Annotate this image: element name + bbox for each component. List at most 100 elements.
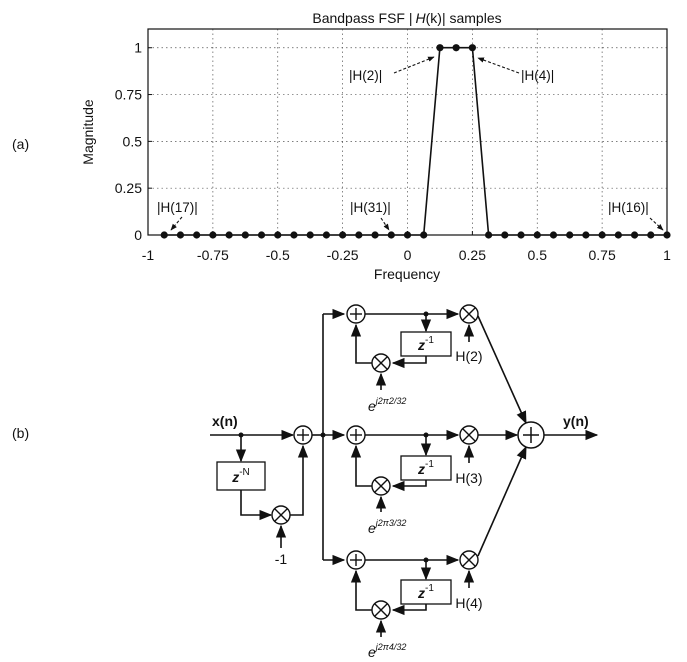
resonator-1-gain-multiplier xyxy=(459,304,479,324)
data-point xyxy=(647,231,655,239)
resonator-1-feedback-line xyxy=(350,323,372,364)
resonator-1-delay-out xyxy=(391,356,427,369)
comb-gain-label: -1 xyxy=(275,551,288,567)
resonator-3-twiddle-multiplier xyxy=(371,600,391,620)
annotation-h31: |H(31)| xyxy=(350,200,391,215)
resonator-1-adder xyxy=(346,304,366,324)
resonator-3-delay-out xyxy=(391,604,427,616)
data-point xyxy=(501,231,509,239)
resonator-2-adder xyxy=(346,425,366,445)
resonator-2-feedback-line xyxy=(350,444,372,487)
data-point xyxy=(517,231,525,239)
y-tick-label: 0 xyxy=(134,227,142,243)
comb-multiplier xyxy=(271,505,291,525)
resonator-2-twiddle-multiplier xyxy=(371,476,391,496)
data-point xyxy=(484,231,493,239)
panel-label-a: (a) xyxy=(12,136,29,152)
annotation-h17-arrow xyxy=(170,216,183,231)
annotation-h2: |H(2)| xyxy=(349,68,382,83)
data-point xyxy=(452,44,460,52)
y-axis-label: Magnitude xyxy=(80,99,96,165)
annotation-h17: |H(17)| xyxy=(157,200,198,215)
data-point xyxy=(209,231,217,239)
data-point xyxy=(339,231,347,239)
output-summer xyxy=(517,421,545,449)
data-point xyxy=(274,231,282,239)
resonator-3-delay-block xyxy=(400,579,452,605)
data-point xyxy=(630,231,639,239)
chart-title: Bandpass FSF |H(k)| samples xyxy=(312,10,501,26)
data-point xyxy=(355,231,363,239)
data-point xyxy=(176,231,185,239)
plot-area xyxy=(147,28,668,236)
x-tick-label: 1 xyxy=(663,247,671,263)
series-points xyxy=(160,44,671,239)
x-tick-label: -0.25 xyxy=(327,247,359,263)
panel-label-b: (b) xyxy=(12,425,29,441)
data-point xyxy=(257,231,266,239)
annotation-h16: |H(16)| xyxy=(608,200,649,215)
annotation-h2-arrow xyxy=(393,56,435,74)
data-point xyxy=(598,231,606,239)
annotation-h4: |H(4)| xyxy=(521,68,554,83)
comb-delay-label: z-N xyxy=(231,467,250,485)
comb-delay-block xyxy=(216,461,266,491)
resonator-3-output-line xyxy=(477,445,527,557)
data-point xyxy=(241,231,249,239)
resonator-3-twiddle-label: ej2π4/32 xyxy=(368,642,406,660)
data-point xyxy=(225,231,233,239)
annotation-h16-arrow xyxy=(649,217,664,231)
resonator-3-gain-multiplier xyxy=(459,550,479,570)
x-axis-label: Frequency xyxy=(374,266,440,282)
y-tick-label: 1 xyxy=(134,40,142,56)
comb-adder xyxy=(293,425,313,445)
data-point xyxy=(322,231,331,239)
data-point xyxy=(403,231,412,239)
y-tick-labels: 00.250.50.751 xyxy=(115,40,152,243)
x-tick-label: 0.25 xyxy=(459,247,486,263)
data-point xyxy=(436,44,444,52)
x-tick-label: -1 xyxy=(142,247,155,263)
comb-to-adder-line xyxy=(290,444,309,516)
data-point xyxy=(290,231,298,239)
resonator-2-delay-label: z-1 xyxy=(417,459,434,477)
resonator-3-delay-label: z-1 xyxy=(417,583,434,601)
x-tick-label: 0.75 xyxy=(589,247,616,263)
data-point xyxy=(549,231,558,239)
data-point xyxy=(566,231,574,239)
resonator-1-twiddle-multiplier xyxy=(371,353,391,373)
comb-delay-out-line xyxy=(240,490,273,521)
data-point xyxy=(582,231,590,239)
resonator-3: z-1 ej2π4/32 H(4) xyxy=(346,445,527,660)
resonator-1-delay-block xyxy=(400,331,452,357)
resonator-3-adder xyxy=(346,550,366,570)
data-point xyxy=(614,231,622,239)
y-tick-label: 0.75 xyxy=(115,87,142,103)
resonator-1: z-1 ej2π2/32 H(2) xyxy=(346,304,527,425)
resonator-2-gain-multiplier xyxy=(459,425,479,445)
x-tick-label: 0 xyxy=(404,247,412,263)
data-point xyxy=(533,231,541,239)
annotation-h31-arrow xyxy=(380,217,390,231)
x-tick-label: 0.5 xyxy=(528,247,548,263)
resonator-3-gain-label: H(4) xyxy=(455,595,482,611)
data-point xyxy=(420,231,428,239)
resonator-1-output-line xyxy=(477,315,527,425)
data-point xyxy=(160,231,168,239)
resonator-1-twiddle-label: ej2π2/32 xyxy=(368,396,406,414)
resonator-2-twiddle-label: ej2π3/32 xyxy=(368,518,406,536)
resonator-1-delay-label: z-1 xyxy=(417,335,434,353)
resonator-3-feedback-line xyxy=(350,569,372,611)
grid xyxy=(148,29,667,235)
data-point xyxy=(387,231,395,239)
resonator-2-gain-label: H(3) xyxy=(455,470,482,486)
series-line xyxy=(164,46,667,236)
data-point xyxy=(193,231,201,239)
y-tick-label: 0.25 xyxy=(115,180,142,196)
output-label: y(n) xyxy=(563,413,589,429)
annotation-h4-arrow xyxy=(477,57,520,74)
data-point xyxy=(371,231,379,239)
x-tick-label: -0.5 xyxy=(266,247,290,263)
data-point xyxy=(468,44,476,52)
